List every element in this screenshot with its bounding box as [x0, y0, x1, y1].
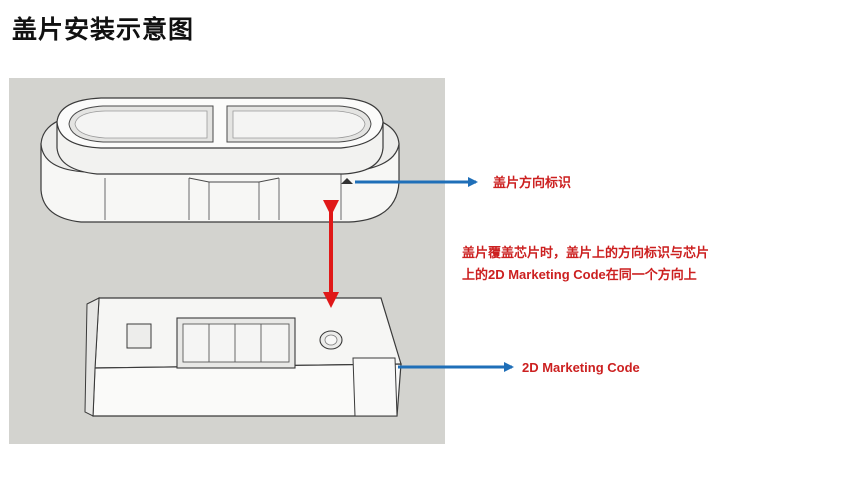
lid-3d-model: [40, 97, 400, 223]
alignment-instruction: 盖片覆盖芯片时，盖片上的方向标识与芯片 上的2D Marketing Code在…: [462, 242, 709, 286]
lid-chip-illustration: [9, 78, 445, 444]
instruction-line-2: 上的2D Marketing Code在同一个方向上: [462, 267, 697, 282]
marketing-code-area: [352, 357, 398, 417]
lid-direction-mark-icon: [341, 178, 353, 184]
instruction-line-1: 盖片覆盖芯片时，盖片上的方向标识与芯片: [462, 245, 710, 260]
chip-3d-model: [84, 297, 402, 417]
page-title: 盖片安装示意图: [12, 15, 195, 44]
marketing-code-label: 2D Marketing Code: [522, 360, 640, 375]
lid-direction-mark-label: 盖片方向标识: [493, 175, 572, 190]
